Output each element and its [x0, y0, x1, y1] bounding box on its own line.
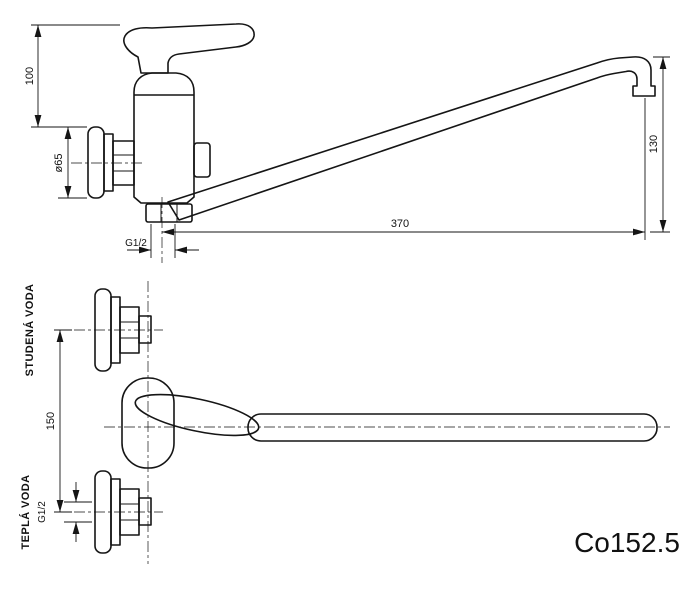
side-view: 100 ø65 130 370 G1/2 [24, 23, 670, 263]
model-number: Co152.5 [574, 527, 680, 558]
connector-stub-cold [138, 315, 152, 344]
front-view-centerlines [74, 281, 670, 564]
front-view: STUDENÁ VODA TEPLÁ VODA 150 G1/2 [19, 281, 670, 564]
side-view-dimensions [31, 24, 670, 258]
dim-thread-label-side: G1/2 [125, 238, 147, 249]
side-view-centerlines [71, 162, 163, 263]
lever-handle-side [123, 23, 255, 74]
dim-spout-reach-label: 370 [391, 218, 409, 230]
dim-flange-diameter-label: ø65 [53, 154, 65, 173]
side-view-geometry [87, 23, 656, 223]
connector-stub-hot [138, 497, 152, 526]
swivel-spout-side [167, 56, 656, 221]
lever-handle-front [134, 393, 260, 437]
front-view-dimensions [54, 329, 92, 542]
cartridge-cap [193, 142, 211, 178]
flange-cone-side [103, 133, 114, 192]
dim-thread-label-front: G1/2 [37, 501, 48, 523]
swivel-spout-front [247, 413, 658, 442]
dim-height-label: 100 [24, 67, 36, 85]
dim-outlet-height-label: 130 [648, 135, 660, 153]
hot-water-label: TEPLÁ VODA [19, 475, 32, 550]
spout-nut [145, 203, 193, 223]
cold-water-label: STUDENÁ VODA [23, 284, 36, 377]
dim-connection-spacing-label: 150 [45, 412, 57, 430]
